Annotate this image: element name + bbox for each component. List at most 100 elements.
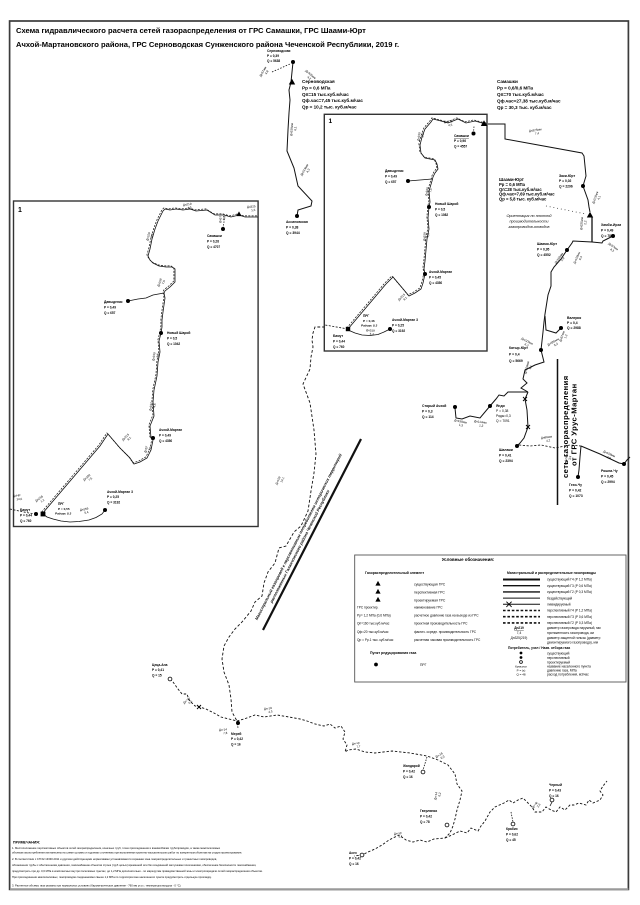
svg-text:6,1: 6,1 [293,126,297,131]
svg-text:4,5: 4,5 [448,123,453,127]
svg-text:Q = 657: Q = 657 [104,311,116,315]
svg-text:Р = 0,49: Р = 0,49 [104,305,116,309]
svg-text:существующая ГРС: существующая ГРС [414,583,446,587]
svg-text:1,3: 1,3 [479,423,484,428]
svg-text:Дн159: Дн159 [366,328,375,333]
svg-text:Ачхой-Мартан: Ачхой-Мартан [429,270,452,274]
svg-text:Р = 0,28: Р = 0,28 [207,239,219,243]
svg-text:производительности: производительности [509,220,549,224]
svg-text:Р = 0,41: Р = 0,41 [499,454,512,458]
svg-text:Qп=28 тыс.куб.м/час: Qп=28 тыс.куб.м/час [499,187,542,192]
svg-text:Р = 0,49: Р = 0,49 [385,174,397,178]
svg-text:существующий Г4 (Р 1,2 МПа): существующий Г4 (Р 1,2 МПа) [547,578,592,582]
svg-text:2. В соответствии с СП 62.1333: 2. В соответствии с СП 62.13330.2011 и д… [12,857,217,861]
svg-text:Дн219: Дн219 [121,432,130,441]
svg-text:Радиус 0,3: Радиус 0,3 [55,512,71,516]
svg-text:4,2: 4,2 [546,438,551,443]
svg-text:3,9: 3,9 [568,455,573,460]
svg-text:Дн159: Дн159 [422,232,427,241]
svg-text:Янди: Янди [496,404,505,408]
svg-text:Дн57мм: Дн57мм [258,66,267,78]
svg-text:Q = 3192: Q = 3192 [392,329,405,333]
svg-text:сеть газораспределения: сеть газораспределения [561,375,570,478]
svg-text:Дн159мм: Дн159мм [523,361,530,374]
svg-text:Ряды=0,3: Ряды=0,3 [496,414,511,418]
svg-text:Р = 0,5: Р = 0,5 [167,336,177,340]
svg-text:5,6: 5,6 [155,353,160,358]
svg-text:Q = 2988: Q = 2988 [567,326,581,330]
svg-text:существующий: существующий [547,652,570,656]
svg-text:Дн-Чр: Дн-Чр [182,696,191,705]
svg-text:расчетное давление газа на вых: расчетное давление газа на выходе из ГРС [414,614,479,618]
svg-text:8,3: 8,3 [150,233,155,238]
svg-text:Новый Шарой: Новый Шарой [435,202,458,206]
svg-text:5,4: 5,4 [84,510,89,515]
svg-text:Дн159мм: Дн159мм [603,449,616,458]
svg-text:Самашки: Самашки [454,134,469,138]
svg-text:перспективный: перспективный [547,656,570,660]
svg-text:Q = 15: Q = 15 [152,673,162,677]
svg-text:Р = 0,49: Р = 0,49 [159,433,171,437]
svg-text:Дн-14: Дн-14 [219,727,228,732]
svg-text:1,2: 1,2 [563,333,568,339]
svg-text:Условные обозначения:: Условные обозначения: [442,557,495,562]
svg-text:Ачхой-Мартан 3: Ачхой-Мартан 3 [392,318,418,322]
svg-text:8,3: 8,3 [420,133,425,138]
svg-text:9,4: 9,4 [578,255,584,261]
svg-text:Q = 48: Q = 48 [516,673,525,677]
svg-text:обозначения трубы с обеспечени: обозначения трубы с обеспечением давлени… [12,863,257,867]
svg-text:Q = 114: Q = 114 [422,415,434,419]
svg-text:4,1: 4,1 [596,195,601,201]
svg-text:5,2: 5,2 [553,341,559,347]
svg-text:7,4: 7,4 [535,131,540,136]
svg-text:Давыденко: Давыденко [104,300,123,304]
svg-text:Ачхой-Мартан 3: Ачхой-Мартан 3 [107,490,133,494]
svg-text:Р = 0,42: Р = 0,42 [349,857,361,861]
svg-text:от ГРС Урус-Мартан: от ГРС Урус-Мартан [570,383,579,466]
svg-text:5,4: 5,4 [370,332,375,336]
svg-text:название населенного пункта: название населенного пункта [547,665,591,669]
svg-text:Дн325мм: Дн325мм [547,337,560,347]
svg-text:Р = 0,96: Р = 0,96 [454,139,466,143]
svg-text:Q = 760: Q = 760 [20,519,32,523]
svg-text:Р = 0,42: Р = 0,42 [231,737,243,741]
svg-text:Катыр-Юрт: Катыр-Юрт [509,346,528,350]
svg-text:Р = 0,4: Р = 0,4 [567,321,578,325]
svg-text:Дн159: Дн159 [156,277,163,287]
svg-text:Ачхой-Мартановского района, ГР: Ачхой-Мартановского района, ГРС Серновод… [16,40,399,49]
svg-text:1. Местоположение перспективны: 1. Местоположение перспективных объектов… [12,846,221,850]
svg-text:Гехи-Чу: Гехи-Чу [569,483,582,487]
svg-text:Дн-19: Дн-19 [264,706,273,711]
svg-text:Р = 0,25: Р = 0,25 [107,495,119,499]
svg-text:Р = 0,62: Р = 0,62 [506,833,518,837]
svg-text:расход потребления, м3/час: расход потребления, м3/час [547,673,589,677]
svg-text:Ориентация по плотной: Ориентация по плотной [506,214,552,218]
svg-text:Дн159мм: Дн159мм [554,252,565,265]
svg-text:перспективный Г3 (Р 0,6 МПа): перспективный Г3 (Р 0,6 МПа) [547,615,592,619]
svg-text:проектируемая ГРС: проектируемая ГРС [414,599,446,603]
svg-text:Дн325: Дн325 [247,204,256,209]
svg-text:Рр = 0,6/0,6 МПа: Рр = 0,6/0,6 МПа [497,86,534,91]
svg-text:Дн159: Дн159 [145,232,151,242]
svg-text:Р = 0,39: Р = 0,39 [267,54,279,58]
svg-text:Дн159мм: Дн159мм [454,418,467,425]
svg-text:7,5: 7,5 [87,476,93,482]
svg-text:Q = 16: Q = 16 [549,794,559,798]
svg-text:Q = 1082: Q = 1082 [435,213,448,217]
svg-text:Потребитель, узел / Назв. отбо: Потребитель, узел / Назв. отбора газа [508,646,570,650]
svg-text:4,8: 4,8 [264,69,270,75]
svg-text:4,5: 4,5 [187,205,192,210]
svg-text:Р = 0,45: Р = 0,45 [601,474,614,478]
svg-text:7,1: 7,1 [147,446,152,451]
svg-text:Дн159: Дн159 [424,187,430,197]
svg-text:Q = 16: Q = 16 [349,862,359,866]
svg-text:Самашки: Самашки [207,234,222,238]
svg-text:1: 1 [329,118,333,125]
svg-text:ПРГ: ПРГ [363,314,369,318]
svg-text:Крабих: Крабих [506,827,518,831]
svg-text:диаметр защитной гильзы (диаме: диаметр защитной гильзы (диаметр [547,636,601,640]
svg-text:Q = 2994: Q = 2994 [601,480,615,484]
svg-text:Дн219мм: Дн219мм [591,191,599,204]
svg-text:Дн57: Дн57 [143,445,149,453]
svg-text:проектная производительность Г: проектная производительность ГРС [414,622,468,626]
